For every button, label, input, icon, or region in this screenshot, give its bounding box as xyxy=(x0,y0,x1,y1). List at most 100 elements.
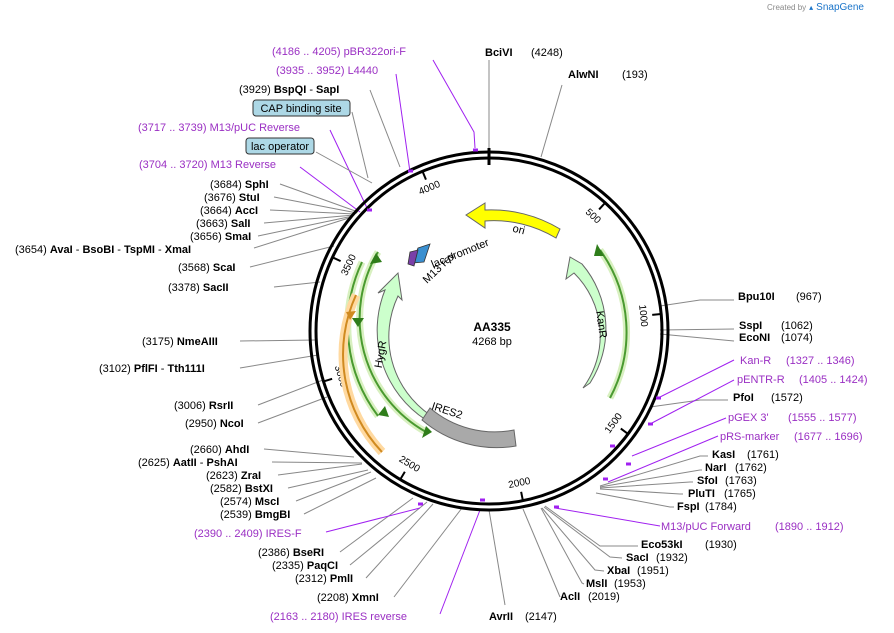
ires2-block[interactable] xyxy=(421,407,517,449)
tick-mark xyxy=(332,256,342,263)
tick-mark xyxy=(652,312,662,316)
primer-label-range: (1555 .. 1577) xyxy=(788,412,857,424)
site-label-position: (1763) xyxy=(725,475,757,487)
left-site-label: (3006) RsrII xyxy=(174,400,233,412)
site-marks xyxy=(367,148,661,509)
left-site-label: (3664) AccI xyxy=(200,205,258,217)
left-site-label: (2623) ZraI xyxy=(206,470,261,482)
plasmid-name: AA335 xyxy=(473,320,511,334)
site-label-position: (1953) xyxy=(614,578,646,590)
left-site-label: (2539) BmgBI xyxy=(220,509,290,521)
credit-prefix: Created by xyxy=(767,3,807,12)
left-site-label: (2950) NcoI xyxy=(185,418,244,430)
cap-binding-site-box[interactable]: CAP binding site xyxy=(252,99,351,117)
tick-mark xyxy=(598,202,606,211)
site-label-position: (2147) xyxy=(525,611,557,623)
site-label-position: (967) xyxy=(796,291,822,303)
tick-mark xyxy=(323,377,333,383)
primer-site-mark xyxy=(480,498,485,502)
site-label-position: (1074) xyxy=(781,332,813,344)
snapgene-credit: Created by ▴ SnapGene xyxy=(767,2,864,13)
tick-label: 2500 xyxy=(397,454,422,475)
site-label-position: (1932) xyxy=(656,552,688,564)
site-label-enzyme: XbaI xyxy=(607,565,630,577)
site-label-enzyme: EcoNI xyxy=(739,332,770,344)
primer-site-mark xyxy=(610,444,615,448)
snapgene-logo-icon: ▴ xyxy=(809,3,814,12)
site-label-position: (1062) xyxy=(781,320,813,332)
primer-label-name: pRS-marker xyxy=(720,431,780,443)
primer-label-name: M13/pUC Forward xyxy=(661,521,751,533)
site-label-position: (1951) xyxy=(637,565,669,577)
right-site-labels: BciVI(4248)AlwNI(193)Bpu10I(967)SspI(106… xyxy=(485,47,822,623)
right-primer-labels: Kan-R(1327 .. 1346)pENTR-R(1405 .. 1424)… xyxy=(661,355,868,533)
site-label-enzyme: Eco53kI xyxy=(641,539,683,551)
site-label-enzyme: AvrII xyxy=(489,611,513,623)
direction-arrowheads xyxy=(352,244,604,438)
left-primer-labels: (4186 .. 4205) pBR322ori-F(3935 .. 3952)… xyxy=(138,46,407,623)
left-site-label: (3663) SalI xyxy=(196,218,250,230)
left-site-label: (2208) XmnI xyxy=(317,592,379,604)
site-label-enzyme: SspI xyxy=(739,320,762,332)
leader-lines xyxy=(239,59,735,615)
primer-site-mark xyxy=(408,169,413,173)
primer-label-name: Kan-R xyxy=(740,355,771,367)
site-label-position: (1572) xyxy=(771,392,803,404)
left-site-label: (2660) AhdI xyxy=(190,444,249,456)
primer-site-mark xyxy=(367,208,372,212)
left-site-label: (3568) ScaI xyxy=(178,262,236,274)
site-label-enzyme: PluTI xyxy=(688,488,715,500)
left-site-label: (3175) NmeAIII xyxy=(142,336,218,348)
lac-operator-box[interactable]: lac operator xyxy=(245,137,315,155)
left-site-label: (3684) SphI xyxy=(210,179,269,191)
left-site-label: (3102) PflFI - Tth111I xyxy=(99,363,205,375)
left-primer-label: (2163 .. 2180) IRES reverse xyxy=(270,611,407,623)
plasmid-size: 4268 bp xyxy=(472,336,512,348)
site-label-enzyme: AlwNI xyxy=(568,69,599,81)
kanr-arrow[interactable] xyxy=(565,256,607,389)
site-label-enzyme: FspI xyxy=(677,501,700,513)
primer-label-range: (1405 .. 1424) xyxy=(799,374,868,386)
cap-binding-site-label: CAP binding site xyxy=(260,103,341,115)
ori-arrow[interactable] xyxy=(465,202,561,239)
tick-label: 4000 xyxy=(417,179,442,198)
site-label-enzyme: BciVI xyxy=(485,47,513,59)
site-label-enzyme: SfoI xyxy=(697,475,718,487)
primer-site-mark xyxy=(603,477,608,481)
left-primer-label: (2390 .. 2409) IRES-F xyxy=(194,528,302,540)
hygr-label: HygR xyxy=(373,340,390,369)
site-label-position: (2019) xyxy=(588,591,620,603)
site-label-enzyme: SacI xyxy=(626,552,649,564)
site-label-position: (1761) xyxy=(747,449,779,461)
m13-rev-arrow[interactable] xyxy=(407,249,419,267)
primer-site-mark xyxy=(656,396,661,400)
site-label-enzyme: MslI xyxy=(586,578,607,590)
site-label-enzyme: KasI xyxy=(712,449,735,461)
tick-label: 1500 xyxy=(603,411,625,436)
lac-operator-label: lac operator xyxy=(251,141,309,153)
ori-label: ori xyxy=(511,223,526,238)
primer-site-mark xyxy=(626,462,631,466)
site-label-position: (1762) xyxy=(735,462,767,474)
site-label-position: (193) xyxy=(622,69,648,81)
left-site-label: (3378) SacII xyxy=(168,282,229,294)
primer-label-name: pGEX 3' xyxy=(728,412,769,424)
left-site-label: (2625) AatII - PshAI xyxy=(138,457,238,469)
tick-label: 2000 xyxy=(507,476,531,491)
primer-label-name: pENTR-R xyxy=(737,374,785,386)
left-site-label: (3656) SmaI xyxy=(190,231,251,243)
tick-mark xyxy=(421,170,427,180)
left-site-label: (3676) StuI xyxy=(204,192,260,204)
site-label-enzyme: AclI xyxy=(560,591,580,603)
site-label-position: (1930) xyxy=(705,539,737,551)
primer-label-range: (1677 .. 1696) xyxy=(794,431,863,443)
left-site-label: (2386) BseRI xyxy=(258,547,324,559)
left-primer-label: (3717 .. 3739) M13/pUC Reverse xyxy=(138,122,300,134)
primer-site-mark xyxy=(473,148,478,152)
left-primer-label: (4186 .. 4205) pBR322ori-F xyxy=(272,46,406,58)
left-site-label: (3929) BspQI - SapI xyxy=(239,84,339,96)
hygr-arrow[interactable] xyxy=(376,271,431,421)
primer-site-mark xyxy=(418,502,423,506)
tick-mark xyxy=(520,491,524,501)
